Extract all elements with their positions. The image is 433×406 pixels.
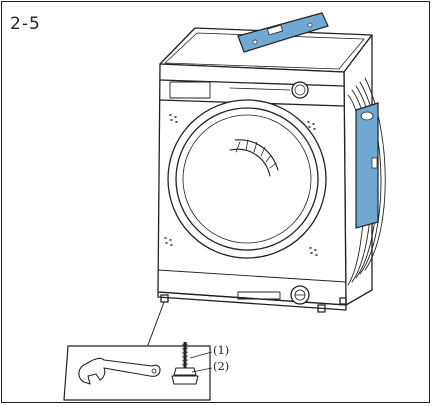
- foot-adjustment-inset: [63, 342, 213, 401]
- foot-rear-right: [339, 297, 347, 305]
- door-outer: [167, 99, 327, 259]
- foot-front-right: [317, 304, 326, 313]
- step-number: 2-5: [10, 14, 41, 34]
- spirit-level-icon: [237, 12, 329, 53]
- filter-cover: [237, 291, 281, 300]
- foot-front-left: [160, 294, 169, 303]
- callout-2: (2): [213, 359, 230, 373]
- callout-1: (1): [213, 343, 230, 357]
- door-inner: [175, 107, 319, 251]
- program-knob-icon: [291, 81, 309, 99]
- detergent-drawer: [169, 81, 211, 99]
- spirit-level-icon: [355, 102, 379, 229]
- lock-nut: [173, 367, 197, 376]
- wrench-icon: [78, 357, 161, 385]
- machine-base: [157, 291, 347, 311]
- foot-pad: [171, 375, 199, 385]
